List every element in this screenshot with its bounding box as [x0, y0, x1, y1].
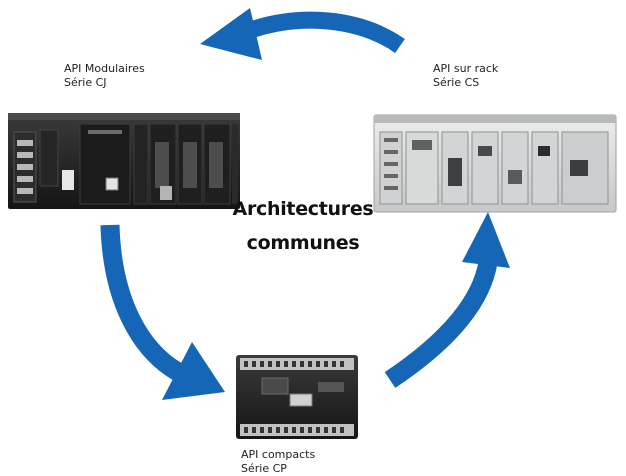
plc-compact-cp-icon: [236, 355, 358, 439]
node-modular-line2: Série CJ: [64, 76, 107, 89]
plc-rack-cs-icon: [373, 114, 617, 213]
center-title-line1: Architectures: [232, 198, 374, 220]
cycle-arrow-right: [384, 212, 510, 388]
node-label-modular: API Modulaires Série CJ: [64, 62, 145, 90]
node-compact-line1: API compacts: [241, 448, 316, 461]
node-compact-line2: Série CP: [241, 462, 287, 475]
plc-modular-cj-icon: [8, 113, 240, 209]
node-rack-line2: Série CS: [433, 76, 480, 89]
node-rack-line1: API sur rack: [433, 62, 499, 75]
center-title-line2: communes: [246, 232, 360, 254]
cycle-arrow-left: [100, 224, 225, 400]
node-modular-line1: API Modulaires: [64, 62, 145, 75]
node-label-compact: API compacts Série CP: [241, 448, 315, 476]
cycle-arrow-top: [200, 8, 405, 60]
node-label-rack: API sur rack Série CS: [433, 62, 498, 90]
